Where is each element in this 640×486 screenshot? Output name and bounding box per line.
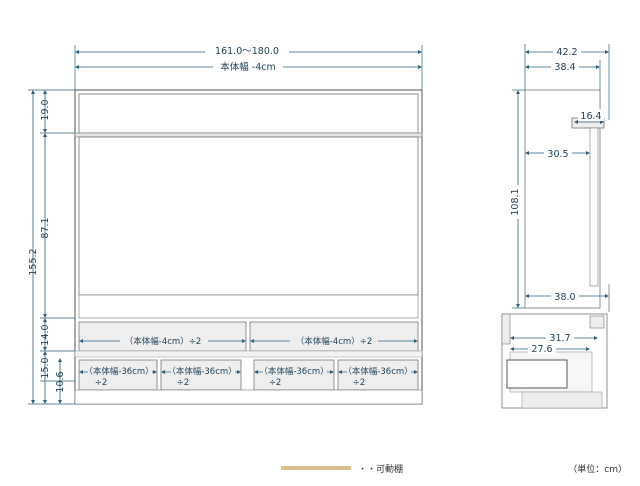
lower-drawer-3-label-div: ÷2 — [269, 378, 282, 388]
base-depth-label: 38.0 — [554, 292, 575, 303]
lower-drawer-2-label-bg — [171, 365, 235, 376]
lower-drawer-4-label-div: ÷2 — [353, 378, 366, 388]
depth-total-label: 42.2 — [556, 47, 577, 58]
side-back-panel — [589, 127, 599, 287]
lower-drawer-2-label: （本体幅-36cm） — [167, 366, 236, 377]
upper-drawer-left-label-bg — [120, 334, 208, 347]
upper-drawer-left-label: （本体幅-4cm）÷2 — [125, 336, 201, 347]
side-lower-drawer-front — [506, 359, 568, 389]
base-depth-bg — [551, 290, 579, 302]
total-height-label: 155.2 — [28, 248, 39, 275]
lower-drawer-1-label-div: ÷2 — [95, 378, 108, 388]
top-section-label: 19.0 — [40, 99, 51, 120]
shelf-depth-bg — [578, 109, 604, 121]
side-height-label: 108.1 — [510, 188, 521, 215]
movable-shelf-swatch — [281, 466, 351, 470]
depth-total-bg — [553, 45, 581, 57]
unit-note: （単位：cm） — [568, 463, 627, 475]
drawer-section-label: 15.0 — [40, 357, 51, 378]
drawer-outer-bg — [546, 331, 574, 343]
legend: ・・可動棚 — [281, 463, 403, 475]
shelf-depth-label: 16.4 — [580, 111, 601, 122]
plinth — [74, 389, 423, 405]
body-width-bg — [213, 60, 283, 73]
lower-section-label: 14.0 — [40, 324, 51, 345]
lower-drawer-4-label: （本体幅-36cm） — [343, 366, 412, 377]
upper-drawer-right-label: （本体幅-4cm）÷2 — [296, 336, 372, 347]
drawer-inner-depth-label: 27.6 — [531, 344, 552, 355]
body-width-label: 本体幅 -4cm — [220, 61, 275, 73]
drawer-inner-label: 10.6 — [55, 371, 66, 392]
lower-drawer-3-label: （本体幅-36cm） — [259, 366, 328, 377]
tv-panel — [78, 136, 419, 296]
lower-drawer-1-label-bg — [88, 365, 152, 376]
side-height-bg — [509, 185, 522, 219]
panel-depth-bg — [544, 147, 572, 159]
side-upper-drawer-front — [501, 313, 511, 345]
lower-drawer-4-label-bg — [347, 365, 411, 376]
upper-drawer-right-label-bg — [290, 334, 378, 347]
drawer-inner-depth-bg — [528, 342, 556, 354]
drawer-rail — [74, 350, 423, 358]
middle-section-label: 87.1 — [40, 217, 51, 238]
drawer-outer-label: 31.7 — [549, 333, 570, 344]
lower-drawer-2-label-div: ÷2 — [177, 378, 190, 388]
front-view: 161.0〜180.0 本体幅 -4cm 155.2 19.0 87.1 14.… — [28, 44, 423, 405]
depth-inner-label: 38.4 — [554, 62, 575, 73]
side-plinth — [521, 391, 603, 409]
overall-width-label: 161.0〜180.0 — [215, 46, 279, 57]
side-rail-block — [589, 315, 605, 329]
lower-panel — [78, 294, 419, 319]
legend-label: ・・可動棚 — [358, 463, 403, 475]
lower-drawer-3-label-bg — [263, 365, 327, 376]
panel-depth-label: 30.5 — [547, 149, 568, 160]
side-view: 42.2 38.4 16.4 30.5 108.1 38.0 31.7 — [501, 44, 610, 409]
overall-width-bg — [205, 44, 289, 57]
depth-inner-bg — [551, 60, 579, 72]
top-board — [74, 132, 423, 138]
top-shelf-box — [78, 93, 419, 134]
lower-drawer-1-label: （本体幅-36cm） — [84, 366, 153, 377]
